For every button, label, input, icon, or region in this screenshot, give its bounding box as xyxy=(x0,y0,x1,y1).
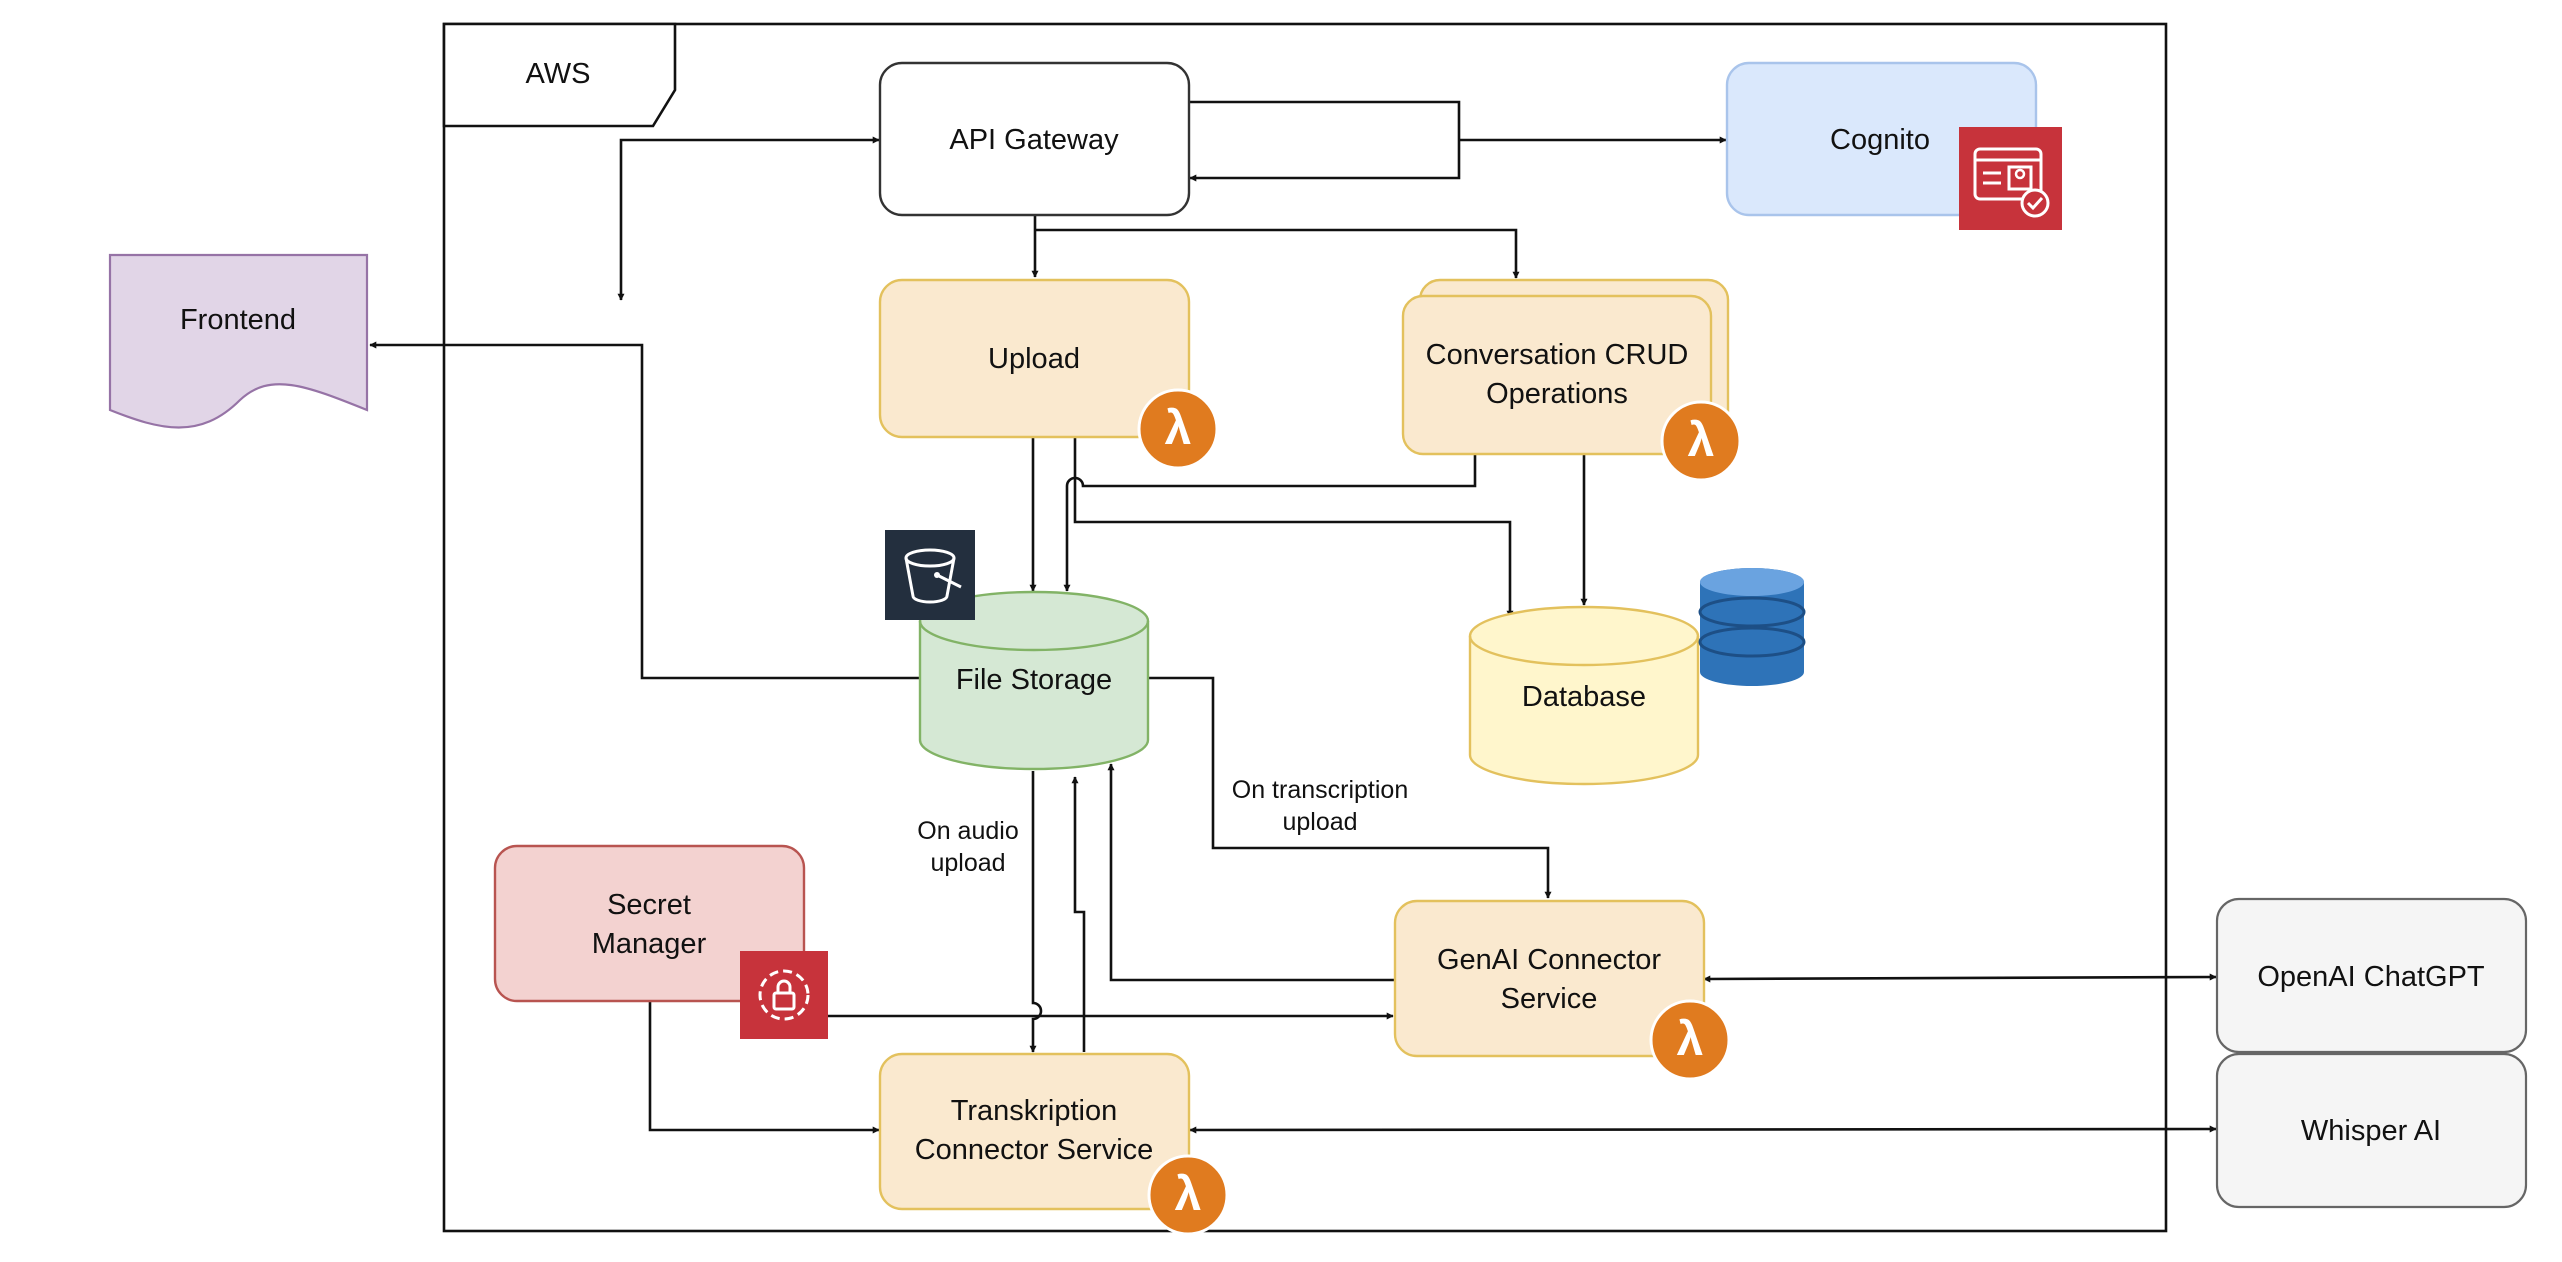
file-storage-shape xyxy=(918,590,1150,771)
edge-file-storage-to-frontend xyxy=(369,341,920,680)
edge-secrets-to-transcription xyxy=(648,1001,880,1134)
secret-manager-label-line-2: Manager xyxy=(592,928,707,960)
aws-boundary: AWS xyxy=(442,22,2168,1233)
conversation-crud-node[interactable]: Conversation CRUD Operations xyxy=(1401,278,1730,456)
conversation-crud-lambda-icon: λ xyxy=(1660,400,1742,482)
upload-label: Upload xyxy=(988,343,1080,375)
conversation-crud-shape xyxy=(1401,294,1713,456)
transcription-connector-node[interactable]: Transkription Connector Service xyxy=(878,1052,1191,1211)
svg-text:upload: upload xyxy=(1282,808,1357,836)
genai-connector-node[interactable]: GenAI Connector Service xyxy=(1393,899,1706,1058)
whisper-label: Whisper AI xyxy=(2301,1115,2441,1147)
secret-manager-label-line-1: Secret xyxy=(607,889,691,921)
svg-text:On transcription: On transcription xyxy=(1232,776,1408,804)
whisper-shape xyxy=(2215,1052,2528,1209)
genai-connector-lambda-icon: λ xyxy=(1649,999,1731,1081)
transcription-connector-label-line-2: Connector Service xyxy=(915,1134,1154,1166)
whisper-node[interactable]: Whisper AI xyxy=(2215,1052,2528,1209)
cognito-icon xyxy=(1959,127,2062,230)
genai-connector-label-line-2: Service xyxy=(1501,983,1598,1015)
edge-api-loop xyxy=(1189,100,1461,182)
cognito-label: Cognito xyxy=(1830,124,1930,156)
openai-shape xyxy=(2215,897,2528,1054)
secret-manager-node[interactable]: Secret Manager xyxy=(493,844,828,1039)
svg-text:λ: λ xyxy=(1175,1168,1202,1221)
database-shape xyxy=(1468,605,1700,786)
edge-transcription-to-whisper xyxy=(1189,1125,2217,1134)
svg-text:λ: λ xyxy=(1688,414,1715,467)
conversation-crud-label-line-2: Operations xyxy=(1486,378,1628,410)
s3-bucket-icon xyxy=(885,530,975,620)
edge-storage-to-transcription xyxy=(1029,771,1043,1053)
cognito-node[interactable]: Cognito xyxy=(1725,61,2062,230)
edge-label-on-audio-upload: On audio upload xyxy=(917,817,1018,877)
secret-manager-shape xyxy=(493,844,806,1003)
openai-label: OpenAI ChatGPT xyxy=(2257,961,2485,993)
transcription-connector-label-line-1: Transkription xyxy=(951,1095,1118,1127)
frontend-node[interactable]: Frontend xyxy=(108,253,369,429)
frontend-shape xyxy=(108,253,369,429)
aws-boundary-label: AWS xyxy=(526,58,591,90)
edge-api-to-crud xyxy=(1035,228,1520,279)
edge-crud-to-storage xyxy=(1063,452,1477,592)
database-node[interactable]: Database xyxy=(1468,568,1806,786)
database-label: Database xyxy=(1522,681,1646,713)
upload-shape xyxy=(878,278,1191,439)
file-storage-node[interactable]: File Storage xyxy=(885,530,1150,771)
edge-genai-to-openai xyxy=(1703,973,2217,983)
edge-label-on-transcription-upload: On transcription upload xyxy=(1232,776,1408,836)
svg-text:λ: λ xyxy=(1165,402,1192,455)
svg-text:upload: upload xyxy=(930,849,1005,877)
edge-api-to-frontend xyxy=(617,136,880,301)
svg-text:On audio: On audio xyxy=(917,817,1018,845)
dynamodb-icon xyxy=(1698,568,1806,686)
transcription-connector-lambda-icon: λ xyxy=(1147,1154,1229,1236)
frontend-label: Frontend xyxy=(180,304,296,336)
api-gateway-shape xyxy=(878,61,1191,217)
edges xyxy=(369,100,2217,1134)
secrets-manager-icon xyxy=(740,951,828,1039)
api-gateway-label: API Gateway xyxy=(949,124,1119,156)
edge-transcription-to-storage xyxy=(1071,776,1086,1052)
conversation-crud-label-line-1: Conversation CRUD xyxy=(1426,339,1689,371)
api-gateway-node[interactable]: API Gateway xyxy=(878,61,1191,217)
upload-node[interactable]: Upload xyxy=(878,278,1191,439)
edge-genai-to-storage xyxy=(1107,763,1395,982)
genai-connector-label-line-1: GenAI Connector xyxy=(1437,944,1661,976)
upload-lambda-icon: λ xyxy=(1137,388,1219,470)
transcription-connector-shape xyxy=(878,1052,1191,1211)
genai-connector-shape xyxy=(1393,899,1706,1058)
openai-node[interactable]: OpenAI ChatGPT xyxy=(2215,897,2528,1054)
svg-text:λ: λ xyxy=(1677,1013,1704,1066)
edge-upload-to-database xyxy=(1073,437,1514,618)
file-storage-label: File Storage xyxy=(956,664,1112,696)
edge-storage-to-genai xyxy=(1148,676,1552,899)
